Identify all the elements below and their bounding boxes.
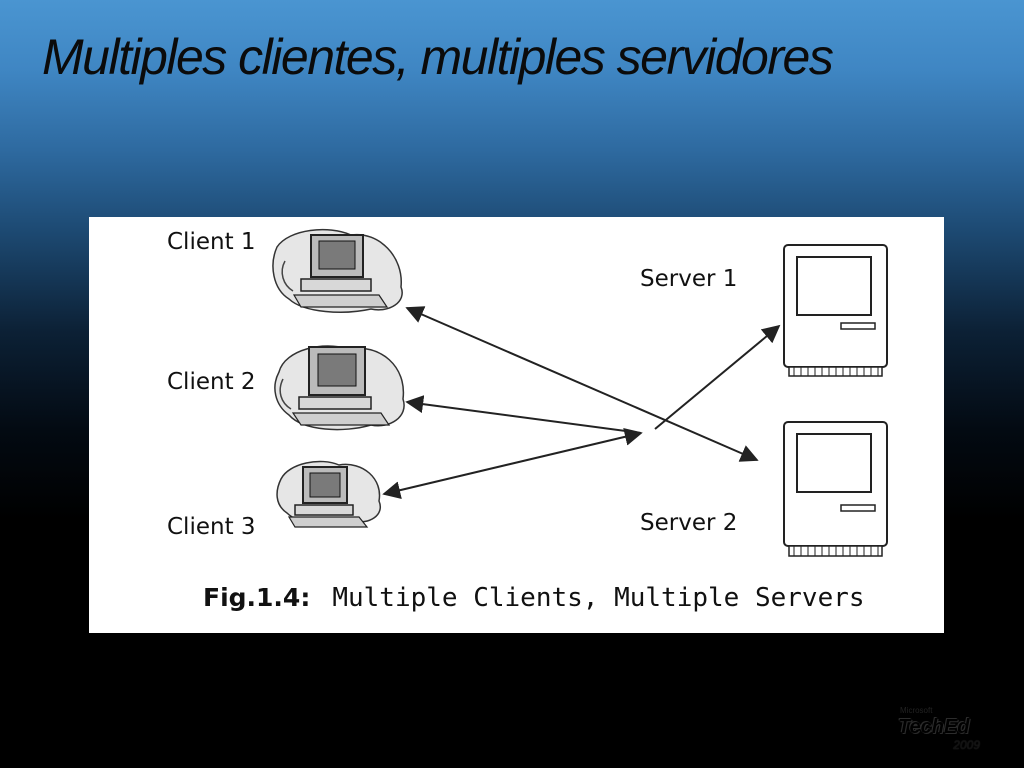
arrow-client1-server2	[405, 306, 759, 462]
figure-caption-text: Multiple Clients, Multiple Servers	[332, 583, 865, 613]
figure-caption: Fig.1.4: Multiple Clients, Multiple Serve…	[203, 583, 865, 613]
teched-logo: Microsoft TechEd 2009	[898, 704, 984, 754]
logo-main-text: TechEd	[898, 716, 970, 738]
arrow-client3-junction	[382, 427, 643, 500]
arrow-client2-junction	[405, 395, 642, 434]
server-1-computer-icon	[783, 244, 888, 377]
server-1-label: Server 1	[640, 266, 738, 292]
client-1-label: Client 1	[167, 229, 256, 255]
server-2-computer-icon	[783, 421, 888, 557]
slide-title: Multiples clientes, multiples servidores	[42, 29, 834, 85]
client-server-diagram: Client 1 Client 2 Client 3 Server 1 Serv…	[89, 217, 944, 633]
client-3-computer-icon	[276, 460, 382, 528]
figure-number: Fig.1.4:	[203, 583, 311, 612]
client-2-label: Client 2	[167, 369, 256, 395]
client-1-computer-icon	[272, 228, 403, 313]
client-3-label: Client 3	[167, 514, 256, 540]
logo-year: 2009	[953, 738, 980, 752]
arrow-junction-server1	[654, 324, 781, 430]
logo-small-text: Microsoft	[900, 706, 933, 715]
server-2-label: Server 2	[640, 510, 738, 536]
client-2-computer-icon	[274, 345, 405, 431]
